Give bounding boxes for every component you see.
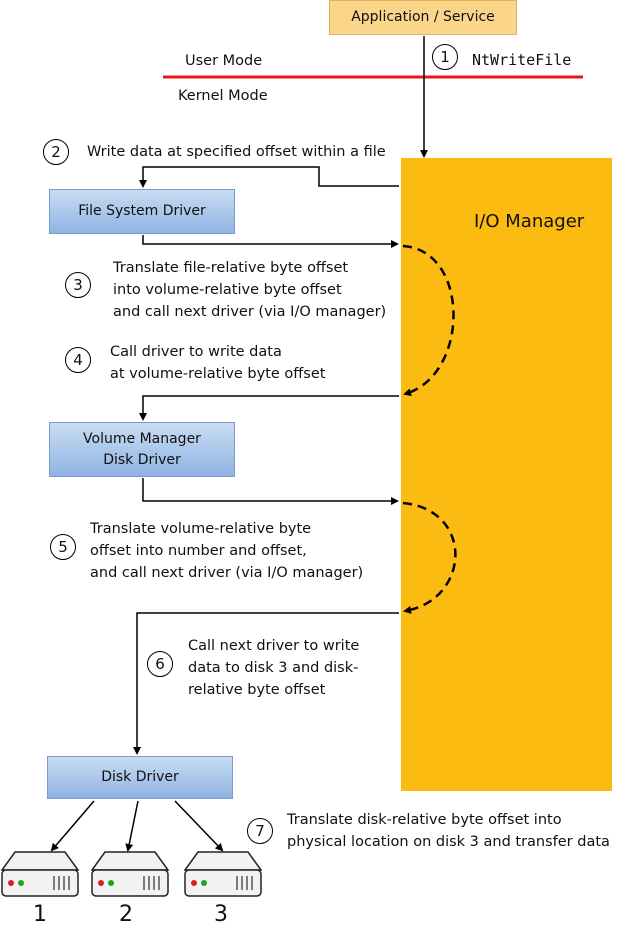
step-5-number: 5 [50, 534, 76, 560]
step-1-text: NtWriteFile [472, 51, 572, 69]
step-1-number: 1 [432, 44, 458, 70]
disk-2-number: 2 [119, 902, 133, 927]
volume-manager-label: Volume Manager [83, 430, 201, 447]
step-3-line-1: Translate file-relative byte offset [113, 260, 349, 276]
disk-3-number: 3 [214, 902, 228, 927]
disk-drive-icon-2 [90, 851, 170, 897]
kernel-mode-label: Kernel Mode [178, 88, 268, 104]
step-3-line-3: and call next driver (via I/O manager) [113, 304, 387, 320]
step-3-line-2: into volume-relative byte offset [113, 282, 342, 298]
io-dashed-curve-1 [402, 244, 455, 397]
disk-driver-to-disk3-arrow [174, 800, 224, 852]
step-5-line-3: and call next driver (via I/O manager) [90, 565, 364, 581]
disk-driver-box: Disk Driver [47, 756, 233, 799]
step-5-line-1: Translate volume-relative byte [90, 521, 312, 537]
step-4-number: 4 [65, 347, 91, 373]
io-dashed-curve-2 [402, 501, 457, 614]
fs-to-io-arrow [142, 235, 399, 248]
disk-driver-to-disk1-arrow [50, 800, 95, 852]
user-mode-label: User Mode [185, 53, 263, 69]
step-4-line-2: at volume-relative byte offset [110, 366, 326, 382]
step-2-text: Write data at specified offset within a … [87, 144, 386, 160]
step-3-number: 3 [65, 272, 91, 298]
step-6-line-1: Call next driver to write [188, 638, 360, 654]
step-4-line-1: Call driver to write data [110, 344, 282, 360]
file-system-driver-box: File System Driver [49, 189, 235, 234]
io-to-volume-arrow [139, 395, 399, 421]
disk-1-number: 1 [33, 902, 47, 927]
io-to-disk-driver-arrow [133, 612, 399, 755]
volume-to-io-arrow [142, 478, 399, 505]
application-service-box: Application / Service [329, 0, 517, 35]
application-service-label: Application / Service [351, 9, 495, 25]
step-7-number: 7 [247, 818, 273, 844]
step-7-line-2: physical location on disk 3 and transfer… [287, 834, 610, 850]
disk-driver-to-disk2-arrow [125, 800, 139, 852]
step-6-line-2: data to disk 3 and disk- [188, 660, 359, 676]
disk-drive-icon-3 [183, 851, 263, 897]
file-system-driver-label: File System Driver [78, 203, 206, 219]
step-6-line-3: relative byte offset [188, 682, 326, 698]
step-2-number: 2 [43, 139, 69, 165]
volume-manager-disk-driver-box: Volume Manager Disk Driver [49, 422, 235, 477]
step-5-line-2: offset into number and offset, [90, 543, 307, 559]
step-7-line-1: Translate disk-relative byte offset into [287, 812, 562, 828]
disk-driver-label-line2: Disk Driver [103, 451, 181, 468]
step-6-number: 6 [147, 651, 173, 677]
io-manager-label: I/O Manager [474, 211, 585, 232]
disk-driver-label: Disk Driver [101, 769, 179, 785]
io-to-fs-arrow [139, 166, 399, 188]
disk-drive-icon-1 [0, 851, 80, 897]
